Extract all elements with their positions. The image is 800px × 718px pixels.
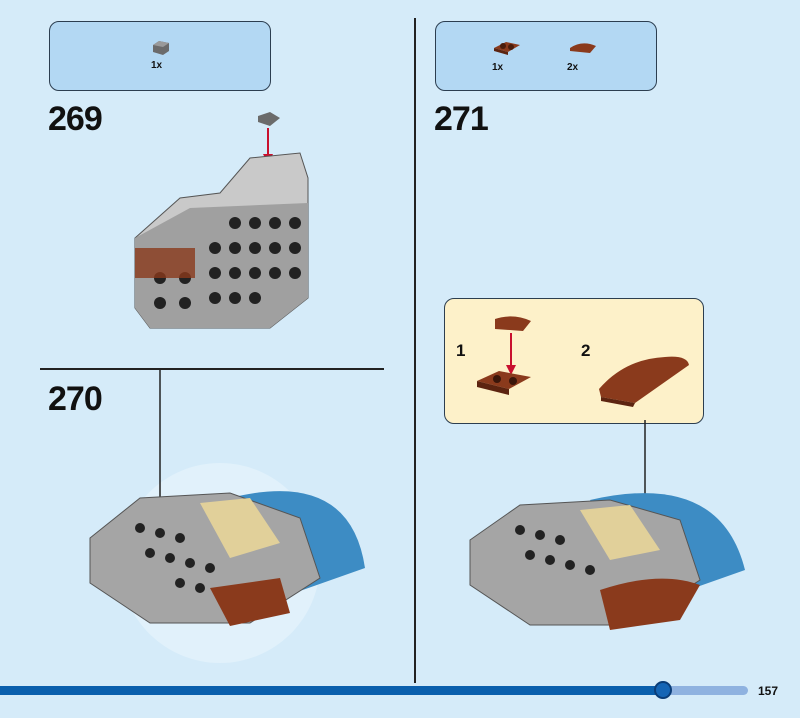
part-plate-icon: [494, 42, 520, 55]
parts-list-271: 1x 2x: [435, 21, 657, 91]
substep-1-illustration: [477, 316, 531, 395]
part-qty: 1x: [151, 60, 163, 71]
step-number-269: 269: [48, 100, 103, 138]
part-qty: 1x: [492, 62, 504, 73]
step-number-271: 271: [434, 100, 489, 138]
parts-list-269: 1x: [49, 21, 271, 91]
part-qty: 2x: [567, 62, 579, 73]
part-curved-slope-icon: [570, 43, 596, 53]
progress-fill: [0, 686, 663, 695]
substep-2-illustration: [599, 356, 689, 407]
substep-number: 2: [581, 341, 591, 360]
step-number-270: 270: [48, 380, 103, 418]
progress-knob: [653, 681, 672, 699]
model-illustration-269: [134, 112, 309, 329]
step-divider: [40, 368, 384, 370]
model-illustration-271: [469, 420, 745, 630]
sub-assembly-callout: 1 2: [444, 298, 704, 424]
page-number: 157: [758, 684, 779, 698]
model-illustration-270: [89, 368, 365, 663]
part-tile-icon: [153, 41, 169, 55]
substep-number: 1: [456, 341, 466, 360]
column-divider: [414, 18, 416, 683]
